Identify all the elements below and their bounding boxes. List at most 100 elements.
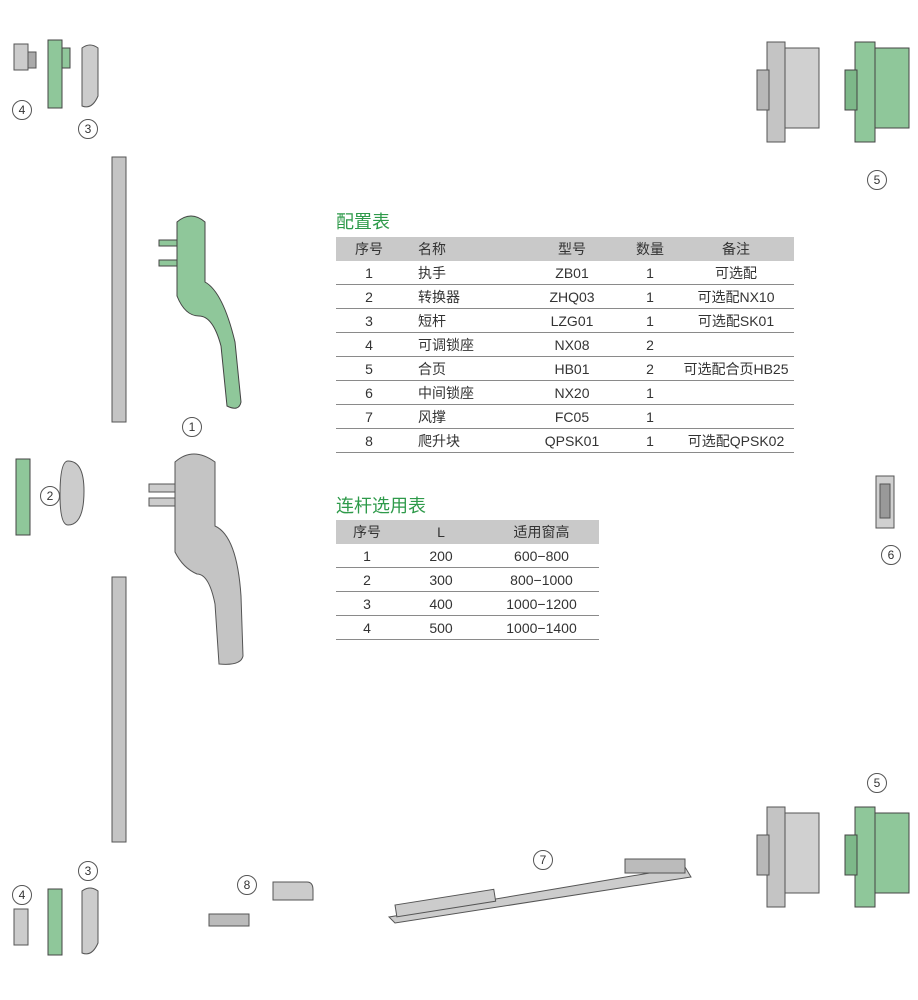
handle-green-illustration (158, 215, 242, 409)
table-cell: 1 (336, 261, 402, 285)
table-cell: 200 (398, 544, 484, 568)
table-cell: 爬升块 (402, 428, 522, 453)
table-cell: ZB01 (522, 261, 622, 285)
table-cell: 1 (622, 428, 678, 453)
table-cell: 可选配 (678, 261, 794, 285)
table-cell: NX08 (522, 332, 622, 357)
climb-block-illustration (208, 881, 314, 927)
table-cell: 1000−1400 (484, 615, 599, 640)
callout-3: 3 (78, 119, 98, 139)
header-cell: 序号 (336, 237, 402, 261)
table-cell: NX20 (522, 380, 622, 405)
table-cell: 1 (622, 308, 678, 333)
callout-4: 4 (12, 885, 32, 905)
callout-4: 4 (12, 100, 32, 120)
header-cell: 序号 (336, 520, 398, 544)
table-cell: 3 (336, 308, 402, 333)
table-cell: 短杆 (402, 308, 522, 333)
table-cell: 执手 (402, 261, 522, 285)
table-cell: HB01 (522, 356, 622, 381)
table-cell: QPSK01 (522, 428, 622, 453)
table-cell: 8 (336, 428, 402, 453)
table-cell: 2 (336, 284, 402, 309)
callout-6: 6 (881, 545, 901, 565)
table-cell: 2 (336, 567, 398, 592)
table-cell: 800−1000 (484, 567, 599, 592)
table-cell: 1 (622, 404, 678, 429)
table-cell: 500 (398, 615, 484, 640)
header-cell: 备注 (678, 237, 794, 261)
callout-5: 5 (867, 170, 887, 190)
callout-5: 5 (867, 773, 887, 793)
table-cell: 1 (622, 284, 678, 309)
header-cell: L (398, 520, 484, 544)
callout-1: 1 (182, 417, 202, 437)
table-cell: 300 (398, 567, 484, 592)
table-cell: ZHQ03 (522, 284, 622, 309)
table-cell: 400 (398, 591, 484, 616)
table-cell: 4 (336, 332, 402, 357)
table-cell: 可选配SK01 (678, 308, 794, 333)
header-cell: 数量 (622, 237, 678, 261)
table-cell (678, 380, 794, 405)
lock-seat-top-illustration (13, 39, 99, 109)
table-cell (678, 332, 794, 357)
table-cell: 1 (622, 380, 678, 405)
table-cell: 1000−1200 (484, 591, 599, 616)
handle-gray-illustration (148, 453, 244, 665)
callout-7: 7 (533, 850, 553, 870)
table-cell: FC05 (522, 404, 622, 429)
header-cell: 适用窗高 (484, 520, 599, 544)
table-cell: 转换器 (402, 284, 522, 309)
table-cell: 2 (622, 332, 678, 357)
config-table-title: 配置表 (336, 212, 390, 232)
table-cell: 1 (336, 544, 398, 568)
table-cell: 可调锁座 (402, 332, 522, 357)
table-cell: 6 (336, 380, 402, 405)
table-cell (678, 404, 794, 429)
table-cell: 3 (336, 591, 398, 616)
lock-seat-middle-illustration (875, 475, 895, 529)
callout-2: 2 (40, 486, 60, 506)
hinge-top-illustration (756, 41, 910, 143)
table-cell: 中间锁座 (402, 380, 522, 405)
lock-seat-bottom-illustration (13, 887, 99, 956)
header-cell: 型号 (522, 237, 622, 261)
header-cell: 名称 (402, 237, 522, 261)
table-cell: 4 (336, 615, 398, 640)
table-cell: 风撑 (402, 404, 522, 429)
table-cell: 合页 (402, 356, 522, 381)
table-cell: 7 (336, 404, 402, 429)
table-cell: 2 (622, 356, 678, 381)
table-cell: 可选配合页HB25 (678, 356, 794, 381)
table-cell: LZG01 (522, 308, 622, 333)
table-cell: 600−800 (484, 544, 599, 568)
table-cell: 1 (622, 261, 678, 285)
friction-stay-illustration (387, 858, 692, 924)
table-cell: 5 (336, 356, 402, 381)
table-cell: 可选配NX10 (678, 284, 794, 309)
long-rod-top-illustration (111, 156, 127, 423)
hinge-bottom-illustration (756, 806, 910, 908)
converter-illustration (15, 458, 85, 536)
table-header-row: 序号 名称 型号 数量 备注 (336, 237, 794, 261)
table-cell: 可选配QPSK02 (678, 428, 794, 453)
long-rod-bottom-illustration (111, 576, 127, 843)
callout-3: 3 (78, 861, 98, 881)
rod-table-title: 连杆选用表 (336, 496, 426, 516)
table-header-row: 序号 L 适用窗高 (336, 520, 599, 544)
